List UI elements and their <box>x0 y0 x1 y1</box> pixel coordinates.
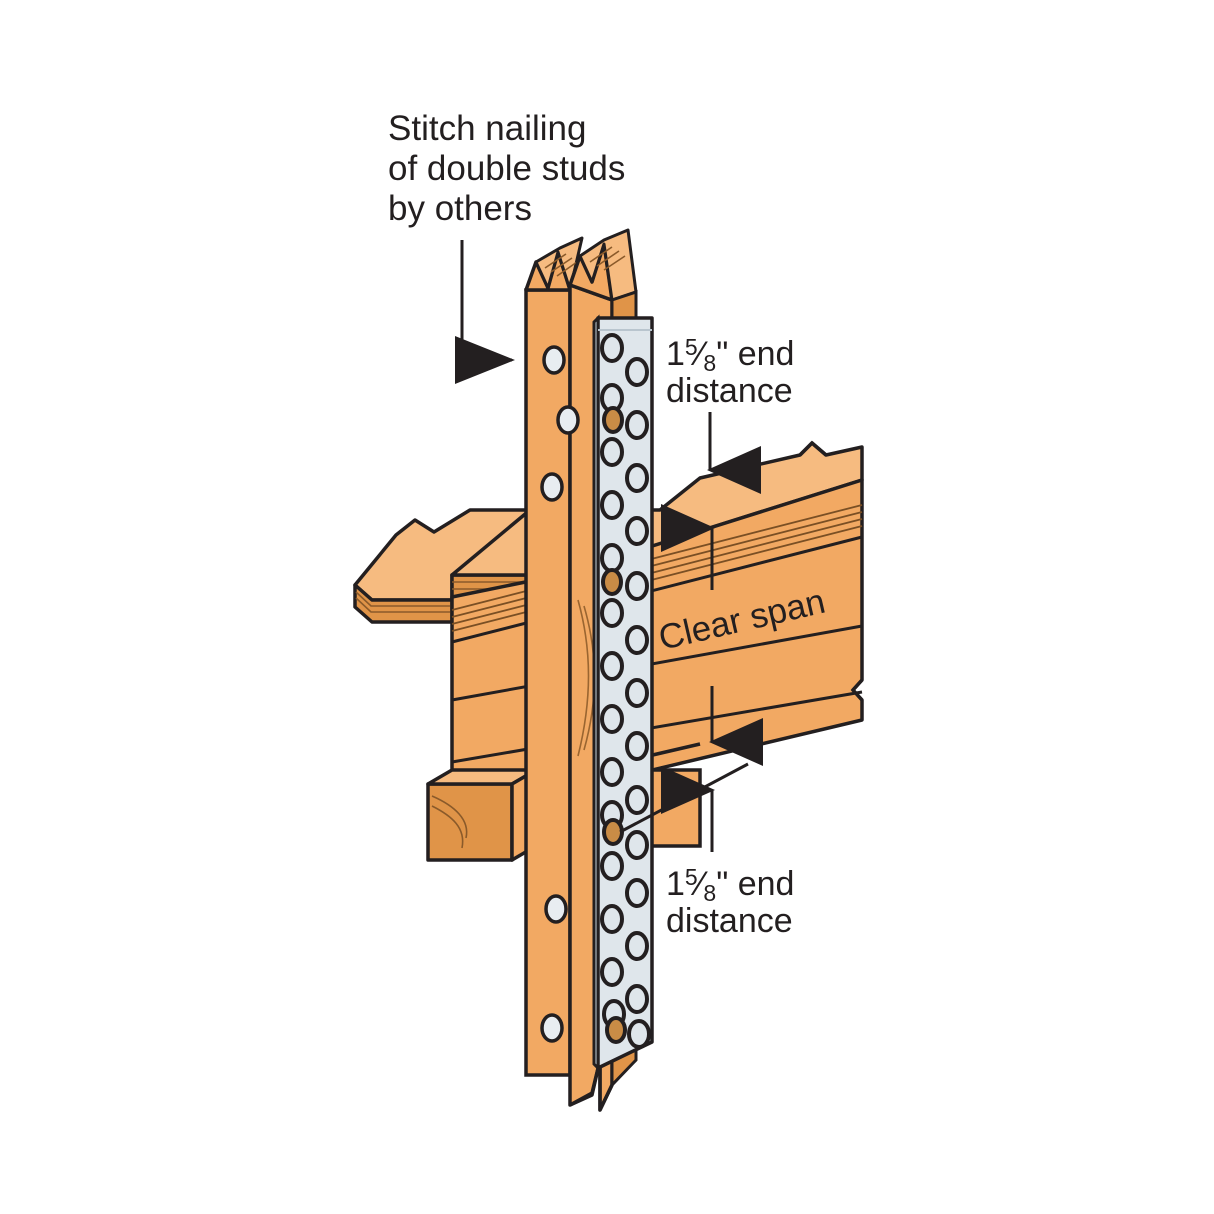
annotation-stitch-nailing: Stitch nailing of double studs by others <box>388 109 625 384</box>
stitch-nailing-line3: by others <box>388 189 532 228</box>
stitch-nailing-leader <box>455 240 515 384</box>
end-distance-top-text: 15⁄8" end <box>666 334 794 376</box>
strap-holes-left <box>600 333 627 1044</box>
end-distance-top-line2: distance <box>666 372 793 410</box>
stud-nail-holes <box>540 345 580 1043</box>
stitch-nailing-line1: Stitch nailing <box>388 109 586 148</box>
stitch-nailing-line2: of double studs <box>388 149 625 188</box>
strap-holes-right <box>625 357 651 1049</box>
annotation-end-distance-bottom: 15⁄8" end distance <box>619 762 794 940</box>
annotation-end-distance-top: 15⁄8" end distance <box>666 334 794 494</box>
end-distance-bottom-line2: distance <box>666 902 793 940</box>
end-distance-bottom-text: 15⁄8" end <box>666 864 794 906</box>
strap-tie <box>592 314 654 1072</box>
